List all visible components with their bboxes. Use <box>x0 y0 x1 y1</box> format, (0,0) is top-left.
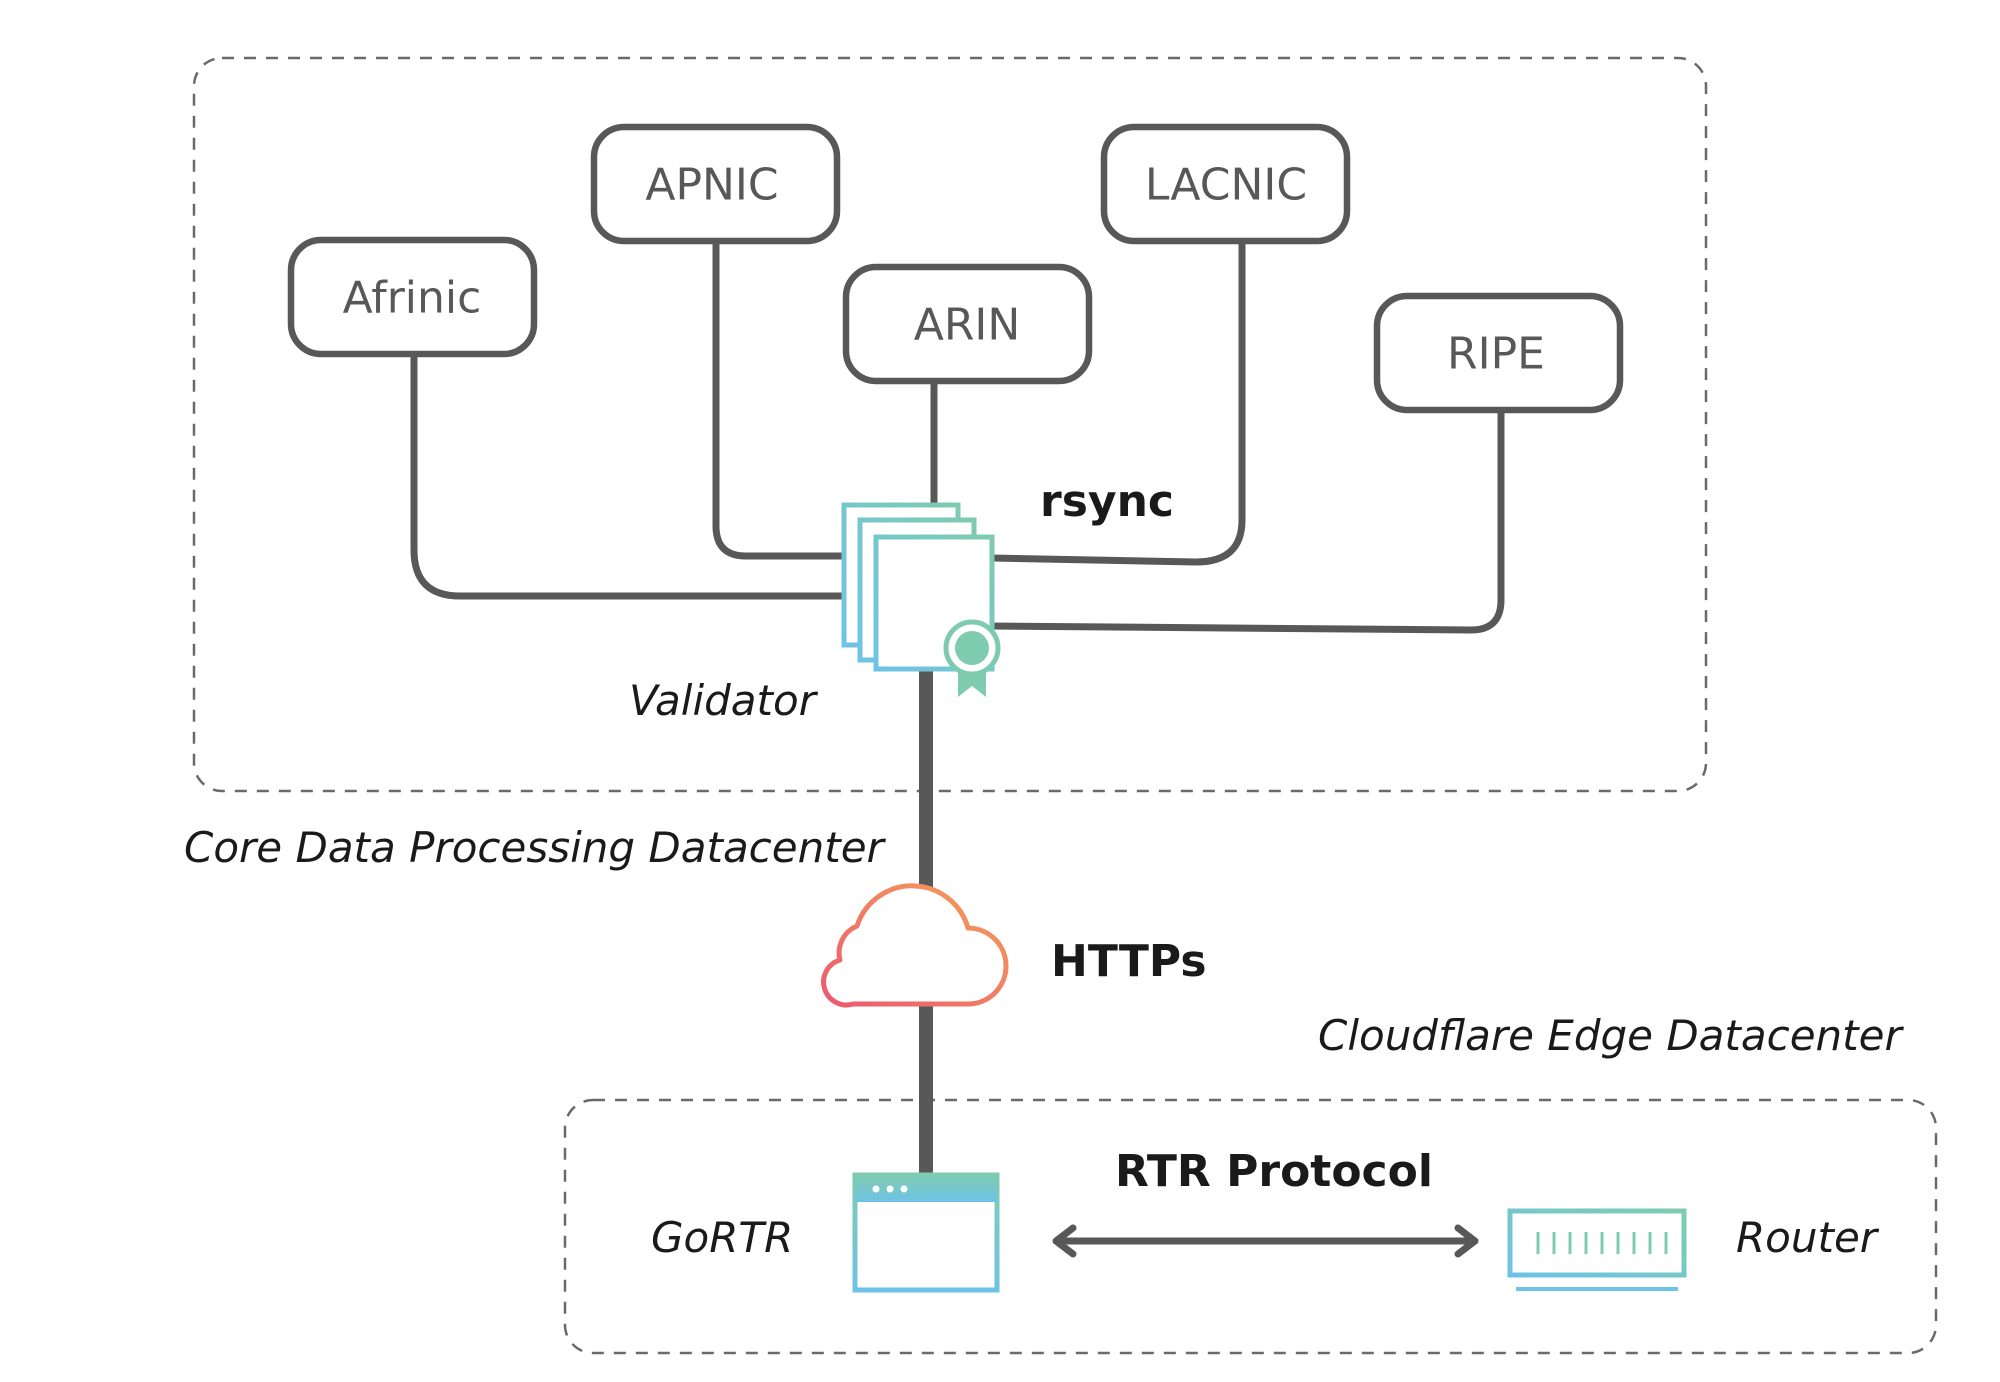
node-lacnic: LACNIC <box>1100 123 1351 245</box>
gortr-label: GoRTR <box>651 1213 793 1262</box>
node-ripe-label: RIPE <box>1447 329 1545 380</box>
https-label: HTTPs <box>1051 936 1207 987</box>
node-arin-label: ARIN <box>914 300 1021 351</box>
node-apnic-label: APNIC <box>645 160 778 211</box>
rtr-double-arrow <box>1052 1224 1479 1258</box>
cloud-icon <box>821 883 1009 1008</box>
rtr-protocol-label: RTR Protocol <box>1115 1146 1433 1197</box>
edge-datacenter-frame <box>563 1098 1938 1355</box>
validator-label: Validator <box>629 676 819 725</box>
node-afrinic: Afrinic <box>287 236 538 358</box>
node-ripe: RIPE <box>1373 292 1624 414</box>
ripe-connector <box>986 408 1505 634</box>
apnic-connector <box>712 239 854 560</box>
node-apnic: APNIC <box>590 123 841 245</box>
afrinic-connector <box>410 354 854 600</box>
browser-window-icon <box>852 1172 1000 1293</box>
certificate-stack-icon <box>841 502 1001 697</box>
node-lacnic-label: LACNIC <box>1145 160 1307 211</box>
node-arin: ARIN <box>842 263 1093 385</box>
router-icon <box>1507 1208 1687 1291</box>
node-afrinic-label: Afrinic <box>343 273 482 324</box>
core-datacenter-frame <box>192 56 1708 793</box>
router-label: Router <box>1736 1213 1880 1262</box>
core-datacenter-label: Core Data Processing Datacenter <box>184 823 887 872</box>
rsync-label: rsync <box>1040 476 1174 527</box>
lacnic-connector <box>986 239 1246 566</box>
edge-datacenter-label: Cloudflare Edge Datacenter <box>1318 1011 1904 1060</box>
